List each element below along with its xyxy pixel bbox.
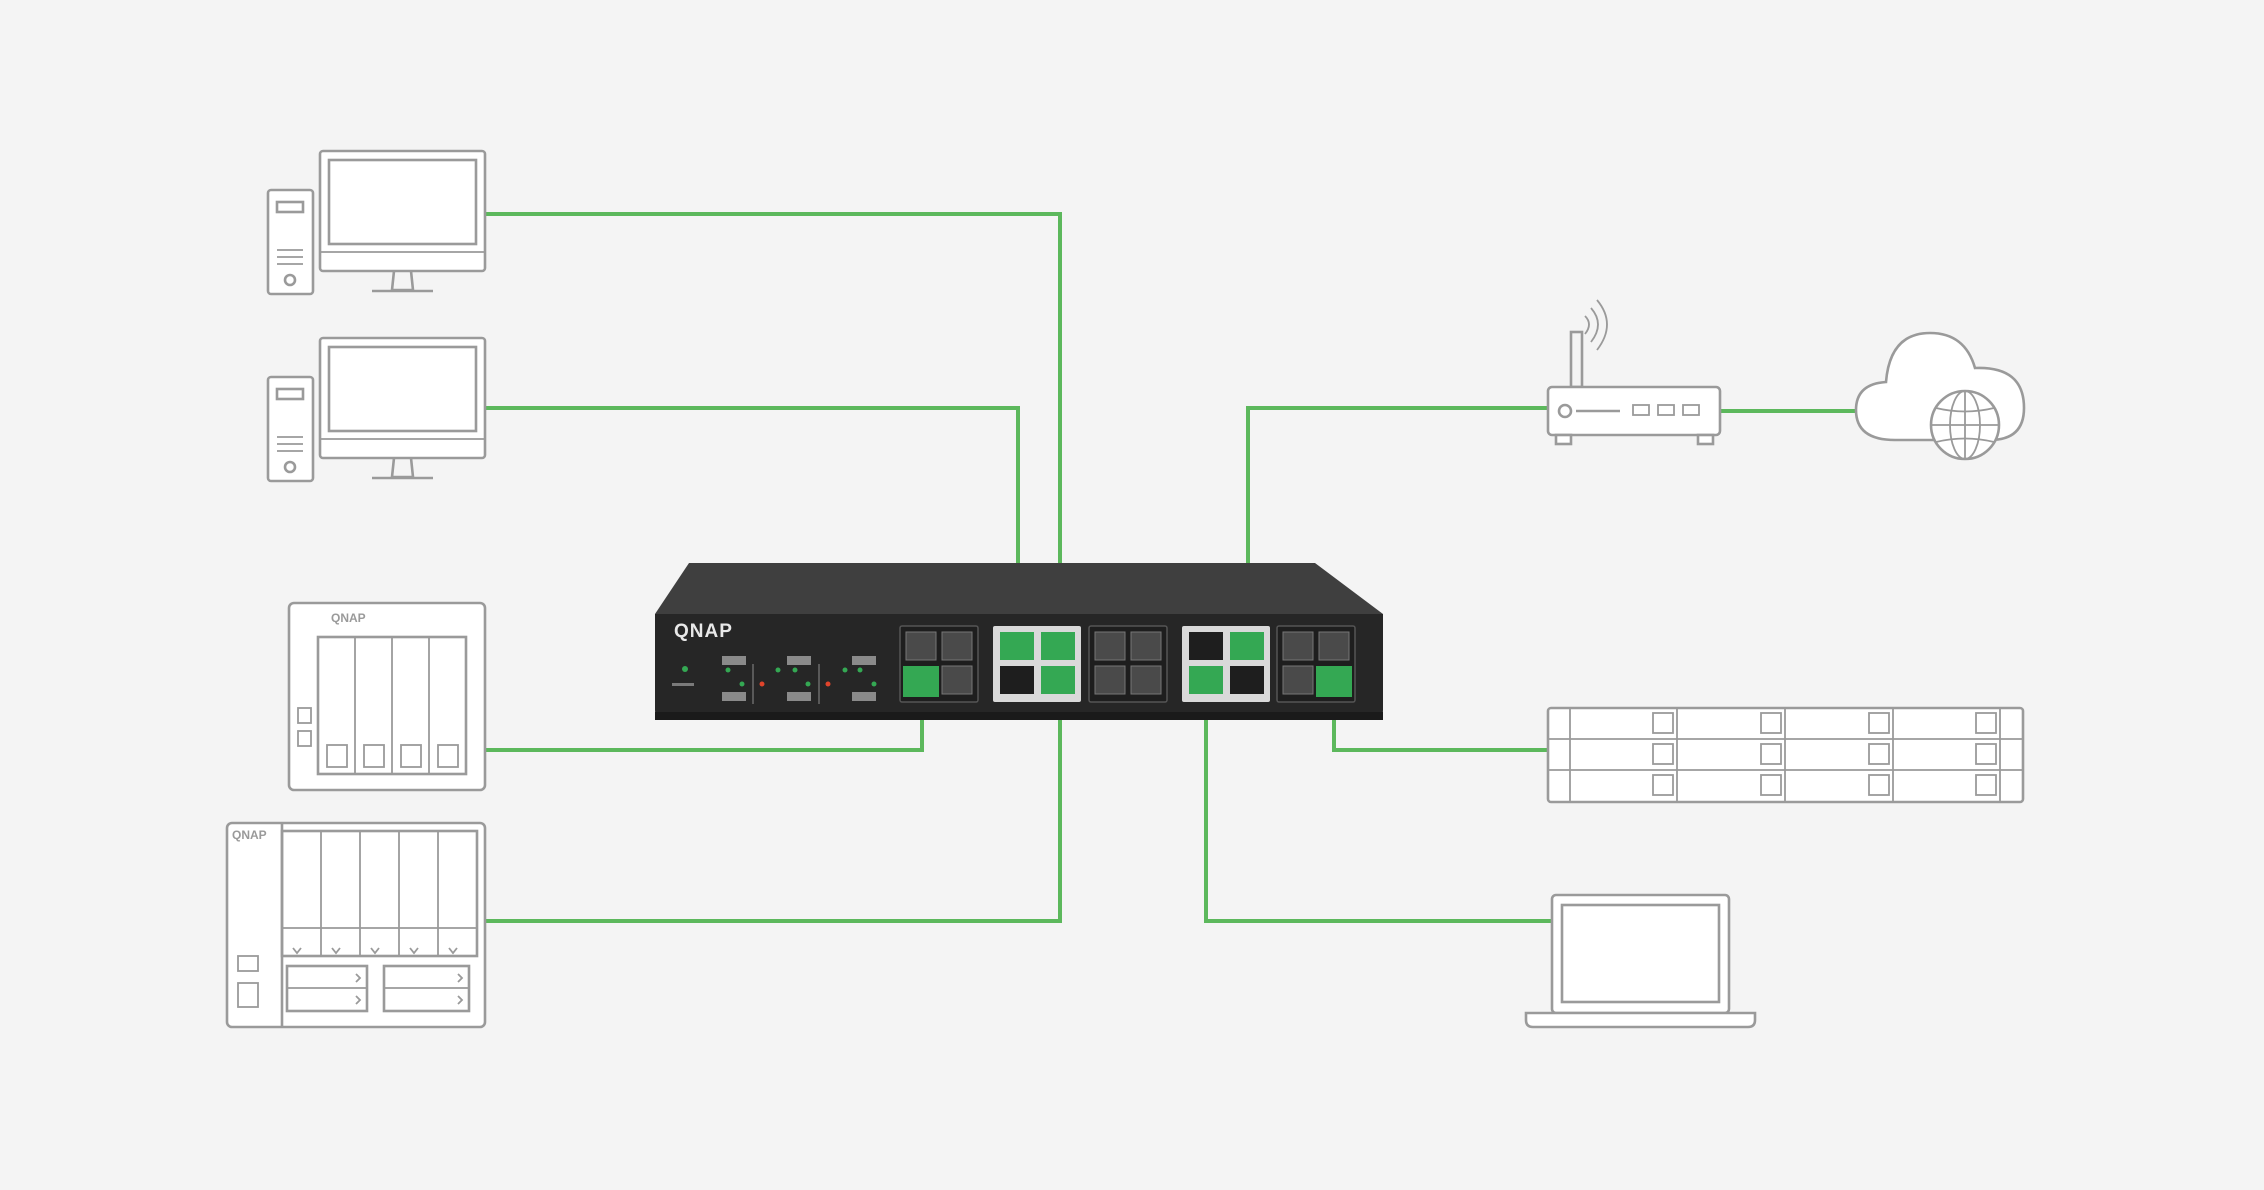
link-desktop-2-to-switch <box>485 406 1020 640</box>
switch-port-4-active <box>1041 666 1075 694</box>
desktop-pc-icon <box>266 149 487 296</box>
cloud-globe-icon <box>1854 331 2026 461</box>
router <box>1546 299 1722 446</box>
link-desktop-1-to-switch <box>485 212 1062 640</box>
nas-4bay: QNAP <box>287 601 487 792</box>
switch-port-6-active <box>1189 666 1223 694</box>
router-icon <box>1546 299 1722 446</box>
switch-port-5-active <box>1230 632 1264 660</box>
switch-port-7-active <box>1316 666 1352 697</box>
link-switch-to-laptop <box>1204 690 1552 923</box>
desktop-pc-icon <box>266 336 487 483</box>
rackmount-nas <box>1546 706 2025 804</box>
switch-port-1-active <box>903 666 939 697</box>
link-nas-6bay-to-switch <box>485 690 1062 923</box>
connection-lines <box>485 212 1858 923</box>
desktop-pc-1 <box>266 149 487 296</box>
switch-top-panel <box>655 563 1383 614</box>
link-switch-to-router <box>1246 406 1548 640</box>
network-switch-icon: QNAP <box>655 563 1383 720</box>
nas-6bay-icon: QNAP <box>225 821 487 1029</box>
switch-port-3-active <box>1041 632 1075 660</box>
nas-4bay-brand-label: QNAP <box>331 611 366 625</box>
laptop-icon <box>1524 893 1757 1029</box>
switch-power-led <box>682 666 688 672</box>
switch-port-2-active <box>1000 632 1034 660</box>
desktop-pc-2 <box>266 336 487 483</box>
nas-6bay-brand-label: QNAP <box>232 828 267 842</box>
laptop <box>1524 893 1757 1029</box>
cloud-internet <box>1854 331 2026 461</box>
nas-6bay: QNAP <box>225 821 487 1029</box>
switch-brand-label: QNAP <box>674 621 733 642</box>
rackmount-nas-icon <box>1546 706 2025 804</box>
network-switch: QNAP <box>655 563 1383 720</box>
nas-4bay-icon: QNAP <box>287 601 487 792</box>
